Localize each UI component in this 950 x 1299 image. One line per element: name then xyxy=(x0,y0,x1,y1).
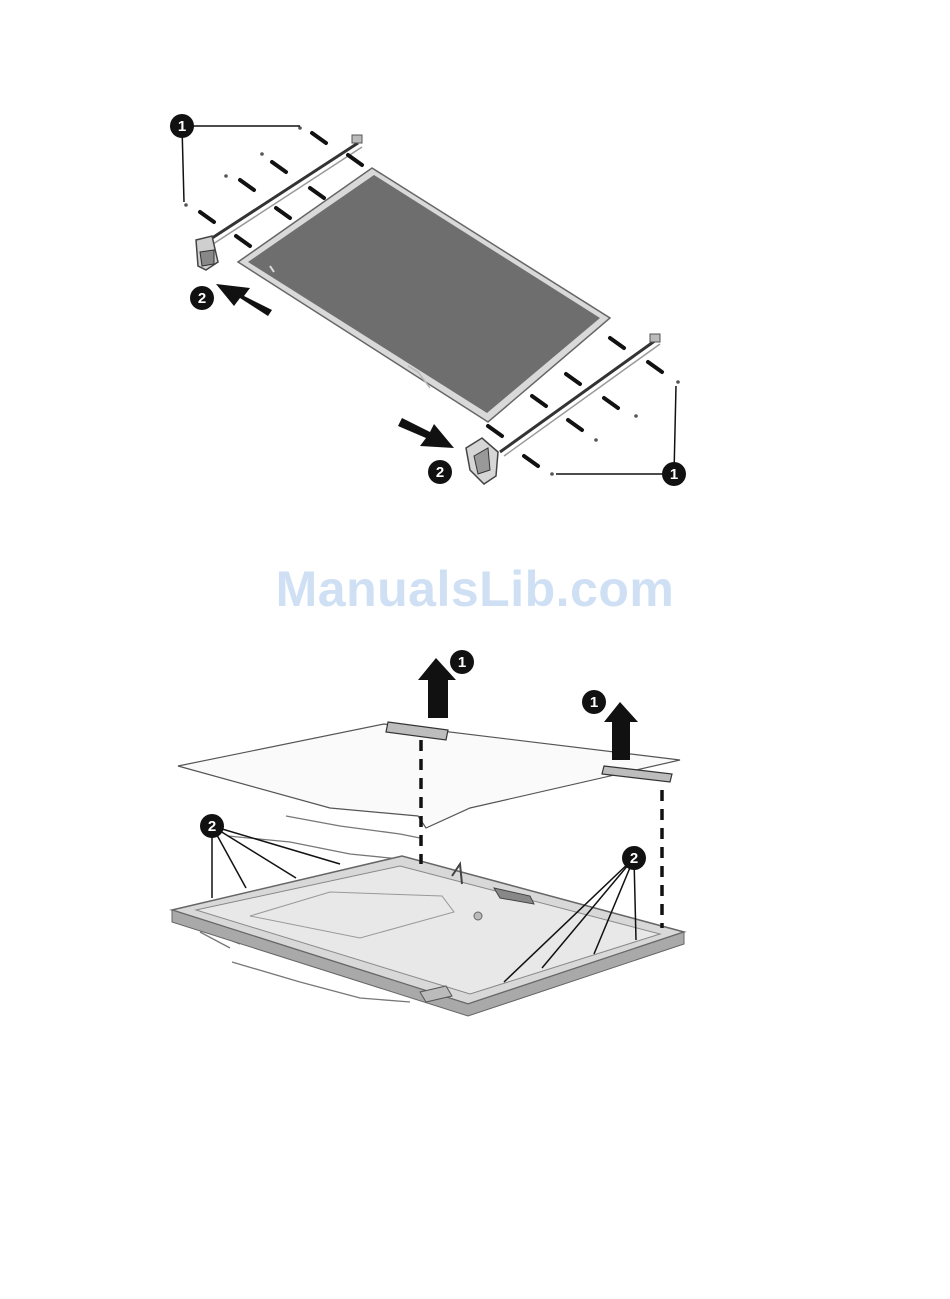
svg-text:1: 1 xyxy=(590,694,598,711)
callout-1-top-left: 1 xyxy=(170,114,194,138)
antenna-foil-sheet xyxy=(178,722,680,828)
callout-2-right-group: 2 xyxy=(622,846,646,870)
callout-2-bottom: 2 xyxy=(428,460,452,484)
callout-1-bottom-right: 1 xyxy=(662,462,686,486)
svg-text:2: 2 xyxy=(208,818,216,835)
svg-text:1: 1 xyxy=(458,654,466,671)
svg-text:2: 2 xyxy=(436,464,444,481)
callout-1-left: 1 xyxy=(450,650,474,674)
svg-text:1: 1 xyxy=(670,466,678,483)
lcd-panel xyxy=(238,168,610,422)
screw-dots-right xyxy=(550,380,680,476)
svg-text:1: 1 xyxy=(178,118,186,135)
figure-2-enclosure: 1 1 2 2 xyxy=(172,650,684,1016)
watermark-text: ManualsLib.com xyxy=(0,560,950,618)
display-enclosure xyxy=(172,856,684,1016)
callout-2-left: 2 xyxy=(190,286,214,310)
svg-text:2: 2 xyxy=(198,290,206,307)
figure-1-panel-removal: 1 1 2 2 xyxy=(170,114,686,486)
screw-dots-left xyxy=(184,126,302,207)
arrow-left-icon xyxy=(216,284,272,316)
svg-text:2: 2 xyxy=(630,850,638,867)
arrow-right-icon xyxy=(398,418,454,448)
arrow-up-icon-left xyxy=(418,658,456,718)
callout-1-right: 1 xyxy=(582,690,606,714)
callout-2-left-group: 2 xyxy=(200,814,224,838)
